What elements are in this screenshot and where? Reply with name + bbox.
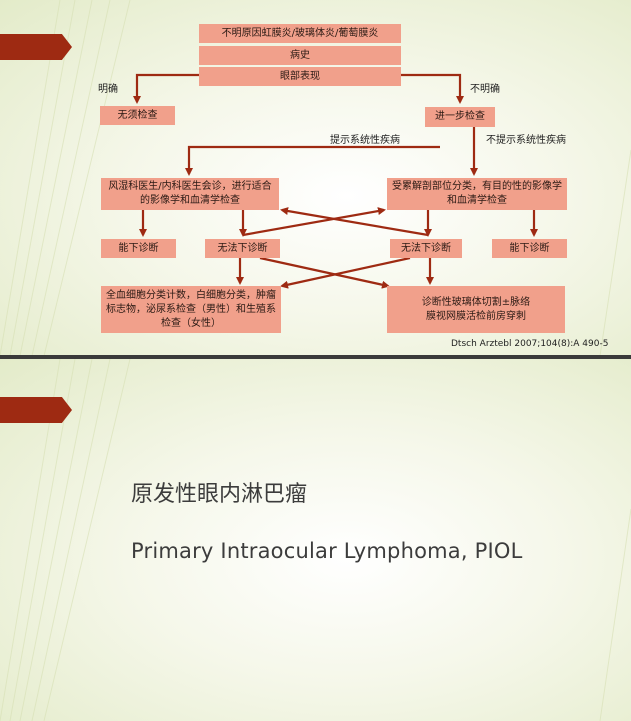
box-eye-findings: 眼部表现 [199, 67, 401, 86]
box-unexplained-uveitis: 不明原因虹膜炎/玻璃体炎/葡萄膜炎 [199, 24, 401, 43]
box-no-exam: 无须检查 [100, 106, 175, 125]
label-systemic: 提示系统性疾病 [330, 135, 400, 146]
box-diagnosis-right: 能下诊断 [492, 239, 567, 258]
box-further-exam: 进一步检查 [425, 107, 495, 127]
box-diagnostic-vitrectomy: 诊断性玻璃体切割±脉络膜视网膜活检前房穿刺 [387, 286, 565, 333]
box-anatomic-classification: 受累解剖部位分类，有目的性的影像学和血清学检查 [387, 178, 567, 210]
label-not-systemic: 不提示系统性疾病 [486, 135, 566, 146]
red-arrow-tab [0, 34, 72, 60]
citation: Dtsch Arztebl 2007;104(8):A 490-5 [451, 339, 609, 349]
box-no-diagnosis-left: 无法下诊断 [205, 239, 280, 258]
red-arrow-tab [0, 397, 72, 423]
slide-1: 不明原因虹膜炎/玻璃体炎/葡萄膜炎 病史 眼部表现 明确 不明确 无须检查 进一… [0, 0, 631, 356]
box-diagnosis-left: 能下诊断 [101, 239, 176, 258]
box-history: 病史 [199, 46, 401, 65]
slide-2: 原发性眼内淋巴瘤 Primary Intraocular Lymphoma, P… [0, 359, 631, 721]
title-english: Primary Intraocular Lymphoma, PIOL [131, 539, 523, 563]
label-clear: 明确 [98, 84, 118, 95]
title-chinese: 原发性眼内淋巴瘤 [131, 482, 308, 507]
box-blood-tests: 全血细胞分类计数，白细胞分类，肿瘤标志物，泌尿系检查（男性）和生殖系检查（女性） [101, 286, 281, 333]
label-unclear: 不明确 [470, 84, 500, 95]
box-rheumatology-consult: 风湿科医生/内科医生会诊，进行适合的影像学和血清学检查 [101, 178, 279, 210]
slide-separator [0, 355, 631, 359]
box-no-diagnosis-right: 无法下诊断 [390, 239, 462, 258]
flowchart-arrows [133, 73, 538, 289]
